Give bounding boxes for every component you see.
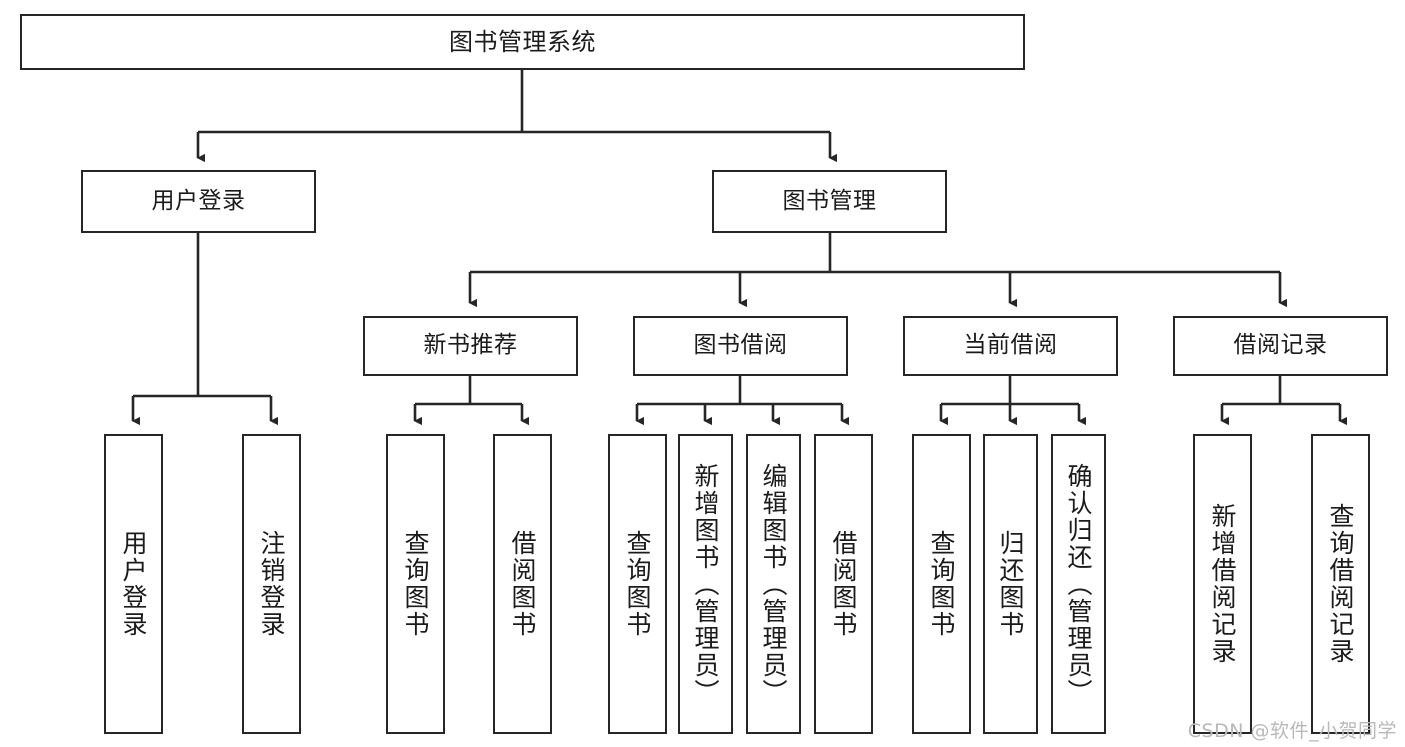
leaf-user-login[interactable]: 用户登录 xyxy=(104,434,163,734)
csdn-watermark: CSDN @软件_小贺同学 xyxy=(1187,720,1397,742)
node-label: 图书管理 xyxy=(782,187,877,214)
leaf-query-book-current[interactable]: 查询图书 xyxy=(912,434,971,734)
node-borrow-record[interactable]: 借阅记录 xyxy=(1173,316,1388,376)
leaf-query-book-recommend[interactable]: 查询图书 xyxy=(386,434,445,734)
node-label: 编辑图书（管理员） xyxy=(759,462,788,706)
node-label: 借阅记录 xyxy=(1233,332,1328,359)
leaf-return-book[interactable]: 归还图书 xyxy=(983,434,1038,734)
leaf-query-borrow-record[interactable]: 查询借阅记录 xyxy=(1311,434,1370,734)
node-label: 归还图书 xyxy=(996,530,1025,638)
leaf-logout[interactable]: 注销登录 xyxy=(242,434,301,734)
node-label: 新增图书（管理员） xyxy=(691,462,720,706)
node-new-book-recommend[interactable]: 新书推荐 xyxy=(363,316,578,376)
leaf-query-book-borrow[interactable]: 查询图书 xyxy=(608,434,667,734)
node-label: 查询借阅记录 xyxy=(1326,503,1355,665)
node-label: 新书推荐 xyxy=(423,332,518,359)
leaf-borrow-book[interactable]: 借阅图书 xyxy=(814,434,873,734)
node-label: 借阅图书 xyxy=(829,530,858,638)
node-user-login[interactable]: 用户登录 xyxy=(81,170,316,233)
leaf-add-book-admin[interactable]: 新增图书（管理员） xyxy=(678,434,733,734)
leaf-add-borrow-record[interactable]: 新增借阅记录 xyxy=(1193,434,1252,734)
node-book-management[interactable]: 图书管理 xyxy=(712,170,947,233)
node-label: 查询图书 xyxy=(623,530,652,638)
leaf-confirm-return-admin[interactable]: 确认归还（管理员） xyxy=(1051,434,1106,734)
node-current-borrow[interactable]: 当前借阅 xyxy=(903,316,1118,376)
node-label: 查询图书 xyxy=(927,530,956,638)
node-label: 新增借阅记录 xyxy=(1208,503,1237,665)
node-label: 借阅图书 xyxy=(508,530,537,638)
leaf-borrow-book-recommend[interactable]: 借阅图书 xyxy=(493,434,552,734)
node-label: 图书管理系统 xyxy=(449,27,596,56)
node-label: 用户登录 xyxy=(119,530,148,638)
node-book-borrow[interactable]: 图书借阅 xyxy=(633,316,848,376)
node-label: 查询图书 xyxy=(401,530,430,638)
leaf-edit-book-admin[interactable]: 编辑图书（管理员） xyxy=(746,434,801,734)
node-label: 确认归还（管理员） xyxy=(1064,462,1093,706)
node-label: 当前借阅 xyxy=(963,332,1058,359)
node-root-book-management-system[interactable]: 图书管理系统 xyxy=(20,14,1025,70)
node-label: 注销登录 xyxy=(257,530,286,638)
node-label: 图书借阅 xyxy=(693,332,788,359)
node-label: 用户登录 xyxy=(151,187,246,214)
